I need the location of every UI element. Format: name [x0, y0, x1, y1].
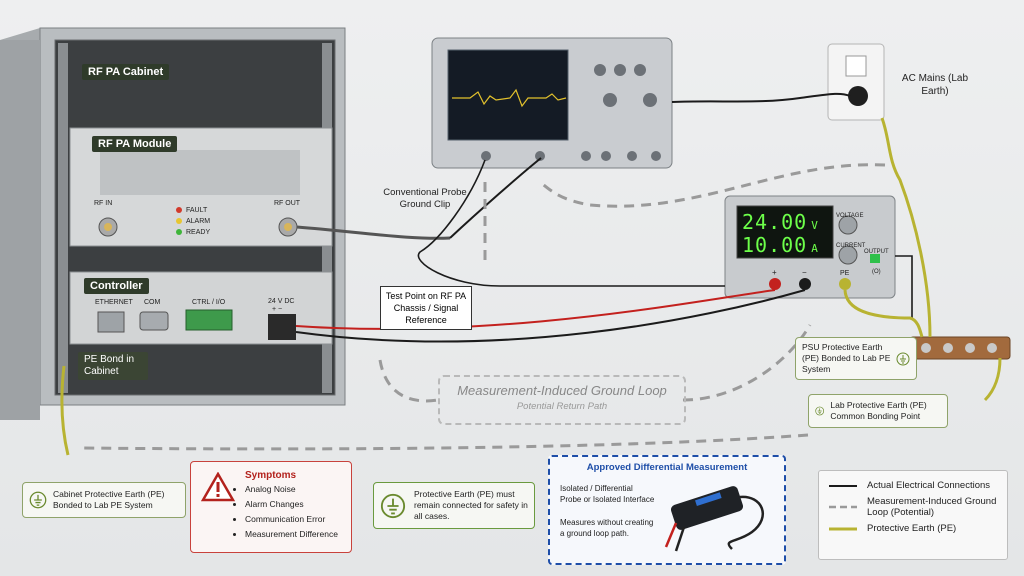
symptoms-box: Symptoms Analog Noise Alarm Changes Comm…	[190, 461, 352, 553]
lab-pe-note: Lab Protective Earth (PE) Common Bonding…	[808, 394, 948, 428]
current-knob-label: CURRENT	[836, 243, 866, 249]
wall-outlet	[827, 43, 885, 121]
legend-pe: Protective Earth (PE)	[829, 523, 997, 534]
pe-warning-box: Protective Earth (PE) must remain connec…	[373, 482, 535, 529]
pe-bond-label: PE Bond in Cabinet	[78, 352, 148, 380]
list-item: Alarm Changes	[245, 497, 338, 512]
test-point-label: Test Point on RF PA Chassis / Signal Ref…	[380, 286, 472, 330]
legend-loop: Measurement-Induced Ground Loop (Potenti…	[829, 496, 997, 518]
ctrl-io-label: CTRL / I/O	[192, 299, 226, 306]
earth-ground-icon	[896, 352, 910, 365]
legend: Actual Electrical Connections Measuremen…	[818, 470, 1008, 560]
alarm-led-icon	[176, 218, 182, 225]
led-ready: READY	[176, 227, 210, 238]
symptoms-list: Analog Noise Alarm Changes Communication…	[231, 482, 338, 542]
cabinet-pe-note: Cabinet Protective Earth (PE) Bonded to …	[22, 482, 186, 518]
ground-loop-box: Measurement-Induced Ground Loop Potentia…	[438, 375, 686, 425]
ground-loop-subtitle: Potential Return Path	[516, 401, 608, 412]
led-alarm: ALARM	[176, 216, 210, 227]
dc-label: 24 V DC	[268, 298, 295, 305]
earth-ground-icon	[380, 493, 406, 518]
pe-line-icon	[829, 527, 857, 530]
psu-pe-note: PSU Protective Earth (PE) Bonded to Lab …	[795, 337, 917, 380]
controller-title: Controller	[84, 278, 149, 294]
ground-loop-title: Measurement-Induced Ground Loop	[457, 383, 667, 398]
dc-polarity: + −	[272, 306, 283, 313]
power-supply	[724, 195, 896, 299]
oscilloscope	[431, 37, 673, 169]
rf-out-label: RF OUT	[274, 200, 301, 207]
earth-ground-icon	[29, 491, 47, 509]
psu-minus-label: −	[802, 268, 807, 277]
list-item: Communication Error	[245, 512, 338, 527]
output-label: OUTPUT	[864, 249, 889, 255]
module-title: RF PA Module	[92, 136, 178, 152]
rf-in-label: RF IN	[94, 200, 113, 207]
output-on-label: (O)	[872, 269, 881, 275]
status-leds: FAULT ALARM READY	[176, 205, 210, 238]
com-label: COM	[144, 299, 161, 306]
approved-line2: Measures without creating a ground loop …	[560, 518, 654, 538]
led-fault: FAULT	[176, 205, 210, 216]
dashed-line-icon	[829, 505, 857, 509]
pe-bus-bar	[909, 336, 1011, 360]
solid-line-icon	[829, 484, 857, 487]
voltage-knob-label: VOLTAGE	[836, 213, 864, 219]
ethernet-label: ETHERNET	[95, 299, 133, 306]
ac-mains-label: AC Mains (Lab Earth)	[901, 73, 969, 97]
approved-line1: Isolated / Differential Probe or Isolate…	[560, 484, 655, 504]
psu-plus-label: +	[772, 268, 777, 277]
list-item: Measurement Difference	[245, 527, 338, 542]
ready-led-icon	[176, 229, 182, 236]
approved-title: Approved Differential Measurement	[586, 462, 748, 473]
rf-pa-cabinet	[0, 27, 346, 420]
psu-pe-label: PE	[840, 270, 850, 277]
list-item: Analog Noise	[245, 482, 338, 497]
legend-actual: Actual Electrical Connections	[829, 480, 997, 491]
symptoms-title: Symptoms	[245, 470, 297, 481]
fault-led-icon	[176, 207, 182, 214]
differential-probe-icon	[664, 486, 764, 552]
probe-clip-label: Conventional Probe Ground Clip	[383, 187, 467, 210]
earth-ground-icon	[815, 406, 825, 416]
cabinet-title: RF PA Cabinet	[82, 64, 170, 80]
warning-icon	[201, 472, 235, 502]
approved-measurement-box: Approved Differential Measurement Isolat…	[548, 455, 786, 565]
